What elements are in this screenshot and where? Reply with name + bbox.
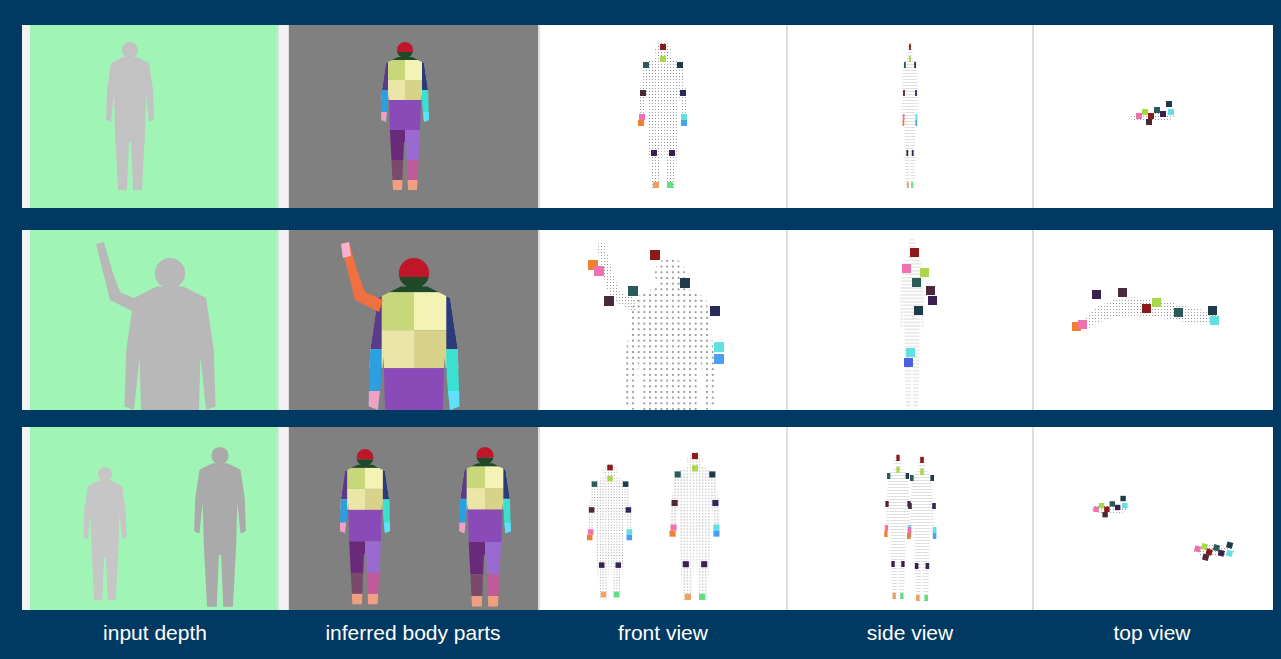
column-label: front view — [618, 621, 708, 645]
column-label: inferred body parts — [325, 621, 500, 645]
column-label: input depth — [103, 621, 207, 645]
column-label: top view — [1113, 621, 1190, 645]
column-label: side view — [867, 621, 953, 645]
